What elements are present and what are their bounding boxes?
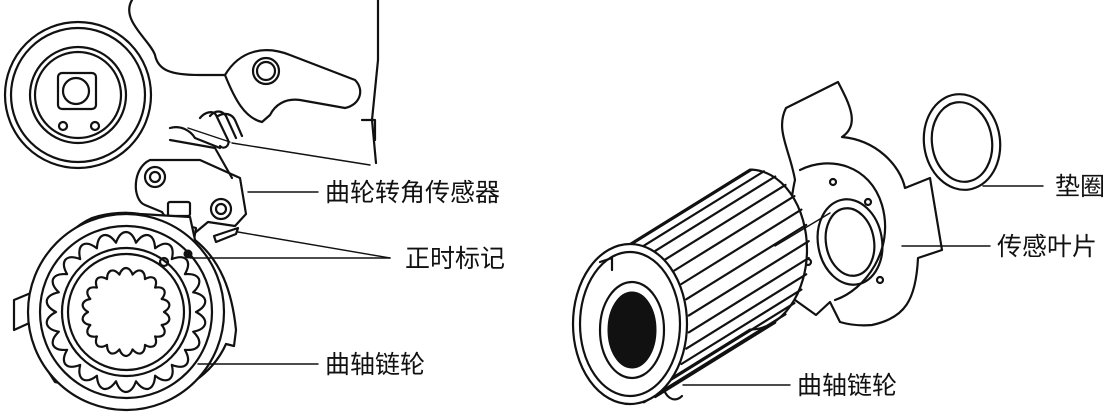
label-sensor-blade: 传感叶片 <box>997 232 1098 261</box>
right-illustration <box>571 80 1044 406</box>
camshaft-pulley <box>3 20 153 170</box>
timing-mark-pointer <box>212 226 240 244</box>
sensor-blade <box>778 80 944 327</box>
mounting-bracket <box>223 49 362 124</box>
crank-sprocket-right <box>571 168 810 406</box>
left-illustration <box>3 0 391 412</box>
label-washer: 垫圈 <box>1055 172 1106 201</box>
engine-block-outline <box>128 0 380 165</box>
sensor-wires <box>168 110 244 150</box>
label-timing-mark: 正时标记 <box>405 244 506 273</box>
washer <box>922 93 1002 191</box>
label-crank-sprocket-left: 曲轴链轮 <box>325 350 426 379</box>
label-crank-angle-sensor: 曲轮转角传感器 <box>325 178 501 207</box>
label-crank-sprocket-right: 曲轴链轮 <box>797 371 898 400</box>
crank-sprocket-left <box>26 212 226 412</box>
